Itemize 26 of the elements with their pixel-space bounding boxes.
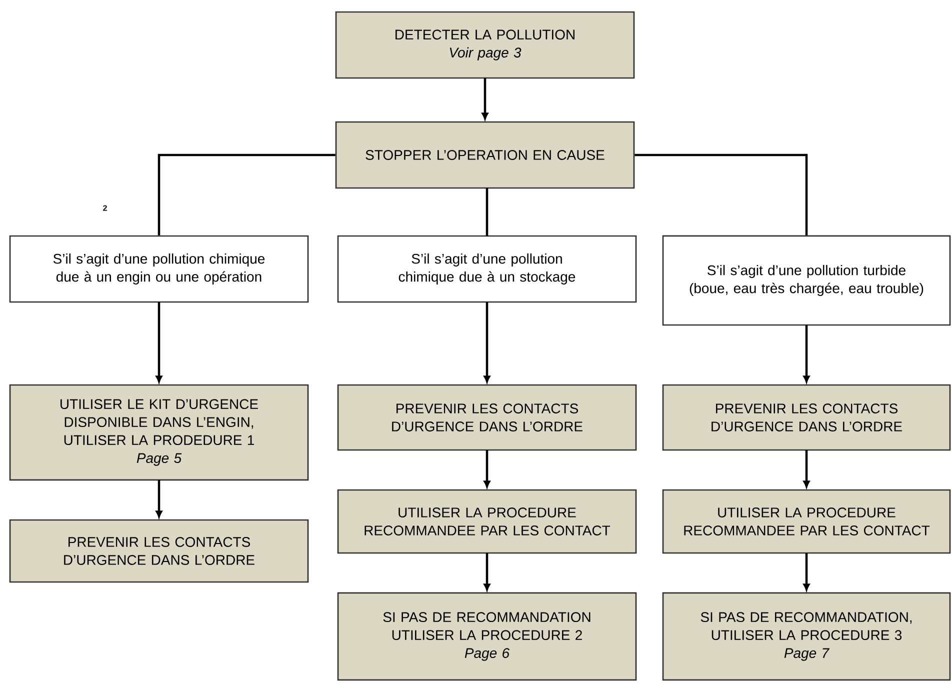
arrow (484, 302, 490, 383)
arrow (482, 78, 488, 120)
connector-line (158, 154, 336, 236)
arrow (803, 450, 810, 488)
arrow (156, 302, 162, 383)
connector-line (634, 154, 808, 236)
action-box: DETECTER LA POLLUTION Voir page 3 (335, 11, 635, 79)
condition-box: S’il s’agit d’une pollution chimique due à un engin ou une opération (9, 235, 309, 303)
arrow (156, 480, 162, 518)
condition-box: S’il s’agit d’une pollution turbide (boue, eau très chargée, eau trouble) (662, 235, 951, 326)
action-box: UTILISER LE KIT D’URGENCE DISPONIBLE DANS L’ENGIN, UTILISER LA PRODEDURE 1 Page 5 (9, 384, 309, 481)
connector-line (486, 188, 488, 236)
arrow (484, 552, 490, 591)
stray-mark: 2 (103, 205, 107, 211)
action-box: STOPPER L’OPERATION EN CAUSE (335, 121, 635, 189)
action-box: SI PAS DE RECOMMANDATION, UTILISER LA PROCEDURE 3 Page 7 (662, 592, 951, 681)
action-box: PREVENIR LES CONTACTS D’URGENCE DANS L’ORDRE (662, 384, 951, 451)
action-box: SI PAS DE RECOMMANDATION UTILISER LA PROCEDURE 2 Page 6 (337, 592, 637, 681)
condition-box: S’il s’agit d’une pollution chimique due à un stockage (337, 235, 637, 303)
action-box: UTILISER LA PROCEDURE RECOMMANDEE PAR LES CONTACT (337, 489, 637, 554)
action-box: PREVENIR LES CONTACTS D’URGENCE DANS L’ORDRE (337, 384, 637, 451)
action-box: UTILISER LA PROCEDURE RECOMMANDEE PAR LES CONTACT (662, 489, 951, 554)
arrow (803, 552, 810, 591)
action-box: PREVENIR LES CONTACTS D’URGENCE DANS L’ORDRE (9, 519, 309, 583)
arrow (484, 450, 490, 488)
arrow (803, 324, 810, 383)
